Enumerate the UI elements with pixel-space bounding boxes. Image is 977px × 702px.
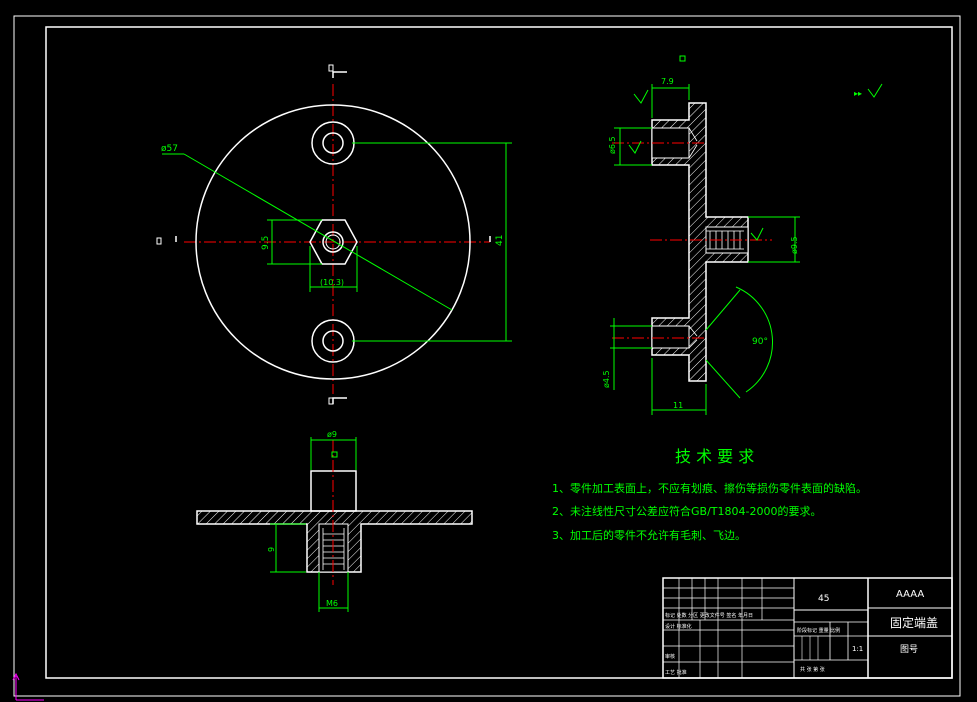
title-sheet-label: 共 张 第 张: [800, 666, 825, 673]
dim-front-height: 41: [495, 235, 505, 246]
title-company: AAAA: [896, 589, 924, 600]
side-lower-hole: [651, 325, 690, 349]
dim-side-center-hole: ø9.5: [790, 236, 799, 254]
title-part-name: 固定端盖: [890, 615, 938, 630]
dim-side-angle: 90°: [752, 337, 768, 347]
dim-side-bottom-width: 11: [673, 401, 683, 410]
hex-nut-thread: [325, 234, 341, 250]
flange-disc-outline: [195, 104, 471, 380]
tech-requirements: 技 术 要 求 1、零件加工表面上，不应有划痕、擦伤等损伤零件表面的缺陷。 2、…: [552, 447, 867, 542]
side-view: 7.9 ø6.5 ø9.5 ø4.5 90° 11 ▸▸: [602, 55, 883, 415]
title-row-label-1: 标记 处数 分区 更改文件号 签名 年月日: [665, 612, 753, 619]
section-letter-top: [328, 64, 334, 72]
dim-side-hole-upper: ø6.5: [608, 136, 617, 154]
front-view: ø57 41 9.5 (10.3): [156, 64, 512, 405]
tech-req-item-1: 1、零件加工表面上，不应有划痕、擦伤等损伤零件表面的缺陷。: [552, 481, 867, 495]
dim-front-diameter: ø57: [161, 144, 178, 154]
section-letter-left: [156, 237, 162, 245]
bottom-bolt-hole-inner: [322, 330, 344, 352]
dim-bottom-depth: 9: [267, 547, 276, 552]
title-drawing-no-label: 图号: [900, 644, 918, 655]
ucs-icon: [12, 672, 44, 701]
title-stage-label: 阶段标记 重量 比例: [797, 627, 840, 634]
dim-front-hex-height: 9.5: [261, 236, 271, 250]
dim-bottom-thread: M6: [326, 599, 338, 608]
title-row-label-3: 审核: [665, 653, 675, 660]
dim-side-top-width: 7.9: [661, 77, 674, 86]
tech-req-item-3: 3、加工后的零件不允许有毛刺、飞边。: [552, 528, 746, 542]
tech-req-title: 技 术 要 求: [675, 447, 754, 466]
dim-bottom-boss: ø9: [327, 430, 337, 439]
top-bolt-hole-inner: [322, 132, 344, 154]
title-block: [662, 577, 953, 679]
hex-nut-hole: [322, 231, 344, 253]
section-marker-top: [332, 71, 347, 78]
dim-side-hole-lower: ø4.5: [602, 370, 611, 388]
section-letter-bottom: [328, 397, 334, 405]
tech-req-item-2: 2、未注线性尺寸公差应符合GB/T1804-2000的要求。: [552, 504, 821, 518]
title-row-label-4: 工艺 批准: [665, 669, 687, 676]
section-marker-bottom: [332, 397, 347, 404]
bottom-view: ø9 9 M6: [196, 430, 473, 612]
dim-front-hex-width: (10.3): [320, 278, 344, 287]
title-row-label-2: 设计 标准化: [665, 623, 692, 630]
svg-text:▸▸: ▸▸: [854, 89, 862, 98]
sheet-border: [13, 15, 961, 697]
title-material: 45: [818, 594, 829, 604]
title-scale: 1:1: [852, 645, 863, 653]
